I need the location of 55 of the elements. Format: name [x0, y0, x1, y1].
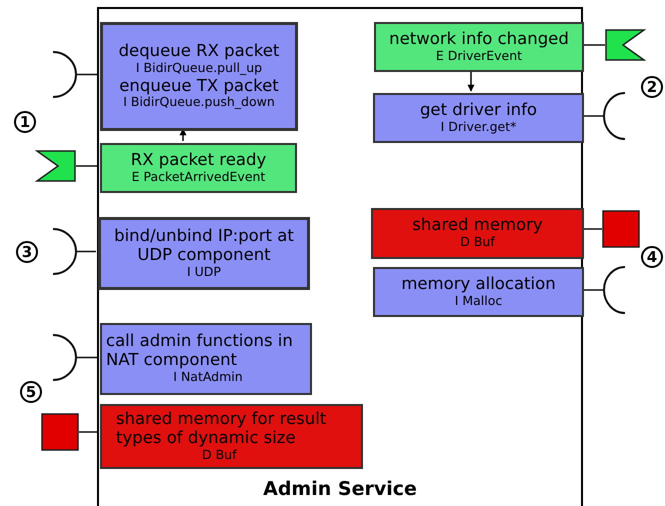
connector-line: [582, 115, 604, 117]
callout-number: 1: [14, 111, 36, 133]
interface-name: I Malloc: [454, 294, 502, 308]
callout-number: 3: [16, 241, 38, 263]
box-heading: dequeue RX packet: [118, 42, 280, 62]
callout-number: 5: [20, 381, 42, 403]
connector-line: [76, 250, 96, 252]
box-heading: get driver info: [420, 100, 538, 120]
socket-icon: [52, 228, 76, 275]
box-heading: enqueue TX packet: [119, 76, 279, 96]
interface-name: D Buf: [460, 235, 495, 250]
box-heading: RX packet ready: [130, 150, 266, 170]
connector-line: [582, 228, 602, 230]
connector-line: [76, 165, 98, 167]
interface-box: [100, 323, 312, 395]
callout-number: 4: [641, 246, 663, 268]
box-heading: shared memory for result types of dynamic size: [116, 410, 328, 448]
interface-box: [373, 267, 584, 317]
event-box: [374, 22, 584, 72]
event-box: [100, 143, 297, 193]
dataspace-square-icon: [602, 210, 640, 248]
socket-icon: [52, 51, 76, 98]
container-title: Admin Service: [262, 478, 418, 500]
connector-line: [582, 289, 604, 291]
box-heading: call admin functions in NAT component: [106, 332, 294, 370]
box-heading: bind/unbind IP:port at UDP component: [113, 226, 295, 265]
service-container: [97, 7, 583, 506]
interface-name: E DriverEvent: [436, 48, 522, 64]
interface-box: [373, 93, 584, 143]
dataspace-box: [100, 404, 363, 469]
interface-name: E PacketArrivedEvent: [132, 170, 266, 184]
interface-name: I Driver.get*: [440, 120, 516, 134]
box-heading: shared memory: [412, 216, 543, 236]
connector-line: [76, 74, 98, 76]
connector-line: [79, 431, 98, 433]
interface-box: [98, 217, 310, 290]
interface-name: I BidirQueue.push_down: [123, 95, 275, 110]
interface-name: I NatAdmin: [173, 370, 243, 385]
event-flag-icon: [605, 29, 645, 61]
interface-name: I UDP: [187, 264, 221, 280]
socket-icon: [52, 334, 76, 381]
interface-name: D Buf: [202, 448, 236, 462]
interface-name: I BidirQueue.pull_up: [136, 61, 262, 76]
box-heading: memory allocation: [401, 274, 556, 294]
socket-icon: [604, 266, 626, 314]
connector-line: [76, 356, 98, 358]
connector-line: [582, 44, 605, 46]
event-flag-icon: [36, 150, 76, 182]
dataspace-square-icon: [41, 413, 79, 451]
dataspace-box: [371, 208, 584, 259]
arrow: [468, 70, 474, 92]
callout-number: 2: [641, 76, 663, 98]
interface-box: [100, 22, 298, 131]
box-heading: network info changed: [389, 30, 569, 49]
socket-icon: [604, 92, 626, 140]
